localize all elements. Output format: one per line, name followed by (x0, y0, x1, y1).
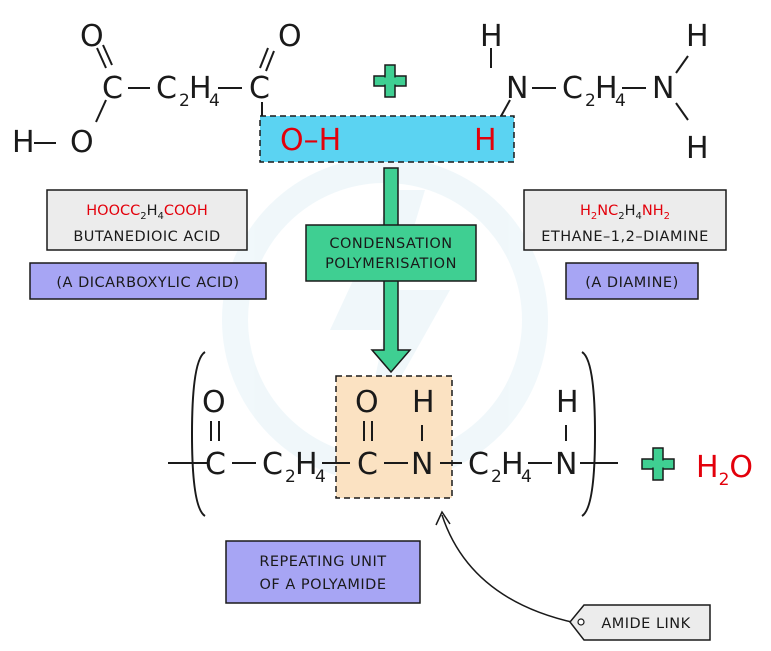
acid-formula-box: HOOCC2H4COOH BUTANEDIOIC ACID (46, 189, 248, 251)
butanedioic-acid-atoms: O C O H C 2 H 4 C O (12, 19, 302, 160)
subscript-4: 4 (615, 91, 626, 111)
polymer-atoms: O C C 2 H 4 O C H N C 2 H 4 H N (202, 385, 579, 487)
atom-c: C (249, 71, 270, 106)
subscript-4: 4 (521, 467, 532, 487)
atom-h: H (412, 385, 435, 420)
atom-n: N (411, 447, 433, 482)
polymer-brackets (190, 351, 597, 517)
atom-o: O (278, 19, 302, 54)
atom-h: H (556, 385, 579, 420)
atom-o: O (202, 385, 226, 420)
atom-o: O (355, 385, 379, 420)
atom-n: N (506, 71, 528, 106)
atom-h4: H (295, 447, 318, 482)
subscript-2: 2 (491, 467, 502, 487)
subscript-2: 2 (585, 91, 596, 111)
removed-oh: O–H (280, 123, 341, 158)
amine-name: ETHANE–1,2–DIAMINE (541, 229, 709, 245)
plus-icon (641, 447, 675, 481)
acid-formula: HOOCC2H4COOH (86, 203, 208, 222)
plus-icon (373, 64, 407, 98)
butanedioic-acid-structure (34, 44, 275, 144)
subscript-4: 4 (315, 467, 326, 487)
acid-class-box: (A DICARBOXYLIC ACID) (29, 262, 267, 300)
atom-c: C (205, 447, 226, 482)
acid-name: BUTANEDIOIC ACID (73, 229, 220, 245)
atom-c2: C (562, 71, 583, 106)
atom-n: N (652, 71, 674, 106)
amide-link-arrow (435, 510, 577, 624)
atom-h: H (686, 131, 709, 166)
atom-c2: C (156, 71, 177, 106)
atom-c2: C (468, 447, 489, 482)
atom-h4: H (501, 447, 524, 482)
water-product: H2O (696, 450, 753, 490)
amine-class: (A DIAMINE) (585, 275, 679, 291)
amide-link-tag: AMIDE LINK (569, 604, 711, 641)
acid-class: (A DICARBOXYLIC ACID) (56, 275, 239, 291)
amide-highlight-box (335, 375, 453, 499)
atom-o: O (70, 125, 94, 160)
repeating-unit-box: REPEATING UNIT OF A POLYAMIDE (225, 540, 421, 604)
atom-c: C (102, 71, 123, 106)
atom-c2: C (262, 447, 283, 482)
atom-h4: H (595, 71, 618, 106)
atom-n: N (555, 447, 577, 482)
atom-h: H (686, 19, 709, 54)
water-formula: H2O (696, 450, 753, 490)
amine-formula-box: H2NC2H4NH2 ETHANE–1,2–DIAMINE (523, 189, 727, 251)
atom-h4: H (189, 71, 212, 106)
amide-link-label: AMIDE LINK (601, 616, 690, 632)
amine-class-box: (A DIAMINE) (565, 262, 699, 300)
repeating-unit-line-1: REPEATING UNIT (259, 554, 386, 570)
process-label-box: CONDENSATION POLYMERISATION (305, 224, 477, 282)
subscript-4: 4 (209, 91, 220, 111)
atom-c: C (357, 447, 378, 482)
subscript-2: 2 (285, 467, 296, 487)
atom-o: O (80, 19, 104, 54)
atom-h: H (12, 125, 35, 160)
process-line-1: CONDENSATION (329, 236, 452, 252)
process-line-2: POLYMERISATION (325, 256, 457, 272)
removed-h: H (474, 123, 497, 158)
subscript-2: 2 (179, 91, 190, 111)
diamine-structure (490, 48, 689, 121)
amine-formula: H2NC2H4NH2 (580, 203, 670, 222)
diamine-atoms: H N C 2 H 4 N H H (480, 19, 709, 166)
repeating-unit-line-2: OF A POLYAMIDE (260, 577, 387, 593)
atom-h: H (480, 19, 503, 54)
polymer-bonds (168, 421, 618, 464)
eliminated-water-box: O–H H (259, 115, 515, 163)
